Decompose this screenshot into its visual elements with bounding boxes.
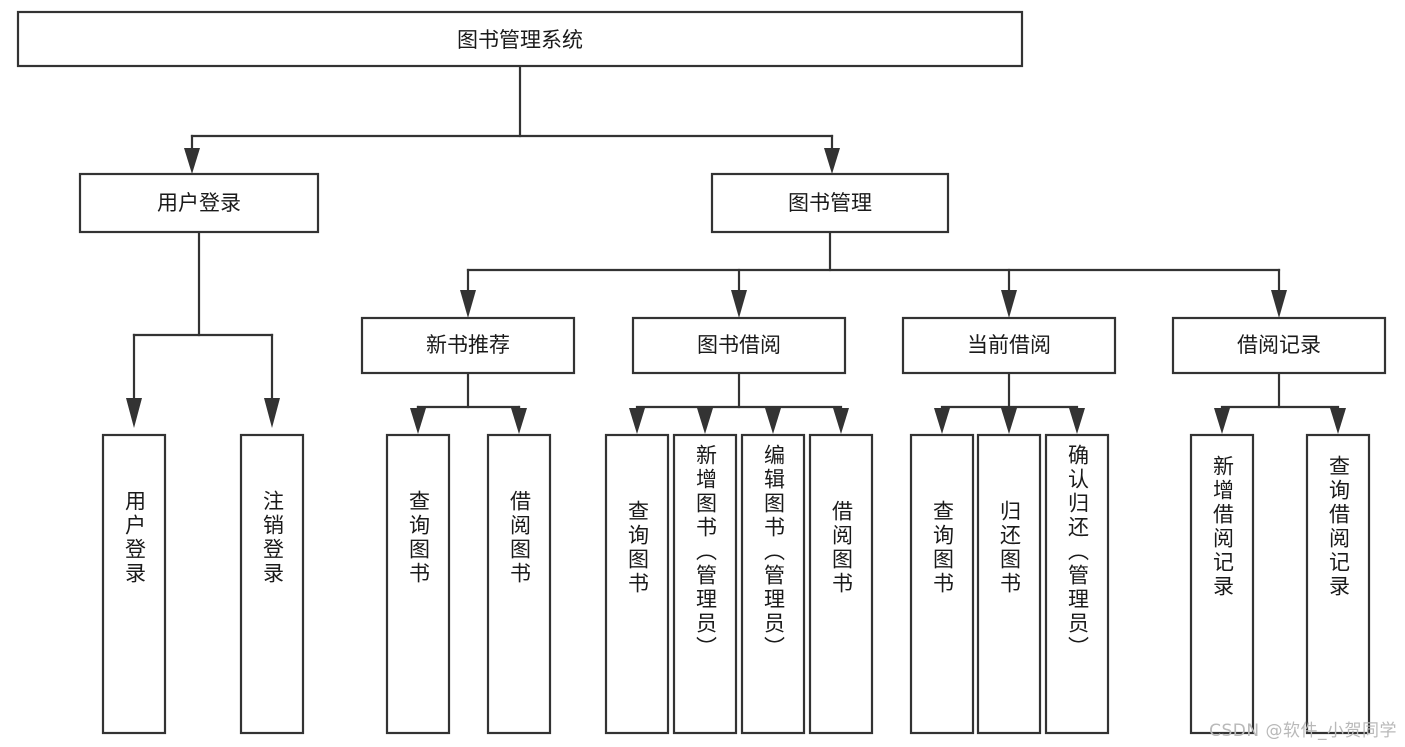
arrow-borrow-leaf-4: [833, 408, 849, 434]
arrow-bm-current: [1001, 290, 1017, 318]
node-user-login[interactable]: 用户登录: [78, 172, 320, 234]
arrow-newbook-leaf-2: [511, 408, 527, 434]
leaf-box-book-borrow-2[interactable]: [672, 433, 738, 735]
node-book-borrow[interactable]: 图书借阅: [631, 316, 847, 375]
arrow-userlogin-leaf-2: [264, 398, 280, 428]
node-book-borrow-label: 图书借阅: [697, 333, 781, 357]
node-current-borrow-box[interactable]: [901, 316, 1117, 375]
leaf-box-current-borrow-2[interactable]: [976, 433, 1042, 735]
leaf-box-book-borrow-4[interactable]: [808, 433, 874, 735]
node-root[interactable]: 图书管理系统: [16, 10, 1024, 68]
node-new-book-recommend-label: 新书推荐: [426, 333, 510, 357]
node-current-borrow-label: 当前借阅: [967, 333, 1051, 357]
leaf-box-book-borrow-1[interactable]: [604, 433, 670, 735]
leaf-box-user-login-2[interactable]: [239, 433, 305, 735]
arrow-current-leaf-3: [1069, 408, 1085, 434]
edge-layer: [126, 64, 1346, 434]
node-borrow-record[interactable]: 借阅记录: [1171, 316, 1387, 375]
arrow-newbook-leaf-1: [410, 408, 426, 434]
arrow-borrow-leaf-3: [765, 408, 781, 434]
node-root-box[interactable]: [16, 10, 1024, 68]
arrow-borrow-leaf-2: [697, 408, 713, 434]
leaf-box-borrow-record-2[interactable]: [1305, 433, 1371, 735]
node-root-label: 图书管理系统: [457, 28, 583, 52]
node-borrow-record-label: 借阅记录: [1237, 333, 1321, 357]
leaf-box-user-login-1[interactable]: [101, 433, 167, 735]
arrow-userlogin-leaf-1: [126, 398, 142, 428]
arrow-root-to-user-login: [184, 148, 200, 174]
node-book-manage-box[interactable]: [710, 172, 950, 234]
leaf-box-borrow-record-1[interactable]: [1189, 433, 1255, 735]
node-borrow-record-box[interactable]: [1171, 316, 1387, 375]
leaf-box-book-borrow-3[interactable]: [740, 433, 806, 735]
csdn-watermark: CSDN @软件_小贺同学: [1209, 721, 1397, 741]
node-new-book-recommend-box[interactable]: [360, 316, 576, 375]
arrow-root-to-book-manage: [824, 148, 840, 174]
arrow-bm-borrow: [731, 290, 747, 318]
arrow-current-leaf-1: [934, 408, 950, 434]
leaf-box-new-book-2[interactable]: [486, 433, 552, 735]
arrow-record-leaf-2: [1330, 408, 1346, 434]
leaf-box-current-borrow-3[interactable]: [1044, 433, 1110, 735]
node-new-book-recommend[interactable]: 新书推荐: [360, 316, 576, 375]
node-book-borrow-box[interactable]: [631, 316, 847, 375]
arrow-borrow-leaf-1: [629, 408, 645, 434]
node-book-manage[interactable]: 图书管理: [710, 172, 950, 234]
node-book-manage-label: 图书管理: [788, 191, 872, 215]
leaf-box-current-borrow-1[interactable]: [909, 433, 975, 735]
node-layer: 图书管理系统 用户登录 图书管理 新书推荐 图书借阅 当前: [16, 10, 1387, 735]
arrow-record-leaf-1: [1214, 408, 1230, 434]
arrow-current-leaf-2: [1001, 408, 1017, 434]
node-user-login-box[interactable]: [78, 172, 320, 234]
node-user-login-label: 用户登录: [157, 191, 241, 215]
arrow-bm-record: [1271, 290, 1287, 318]
node-current-borrow[interactable]: 当前借阅: [901, 316, 1117, 375]
arrow-bm-newbook: [460, 290, 476, 318]
leaf-box-new-book-1[interactable]: [385, 433, 451, 735]
